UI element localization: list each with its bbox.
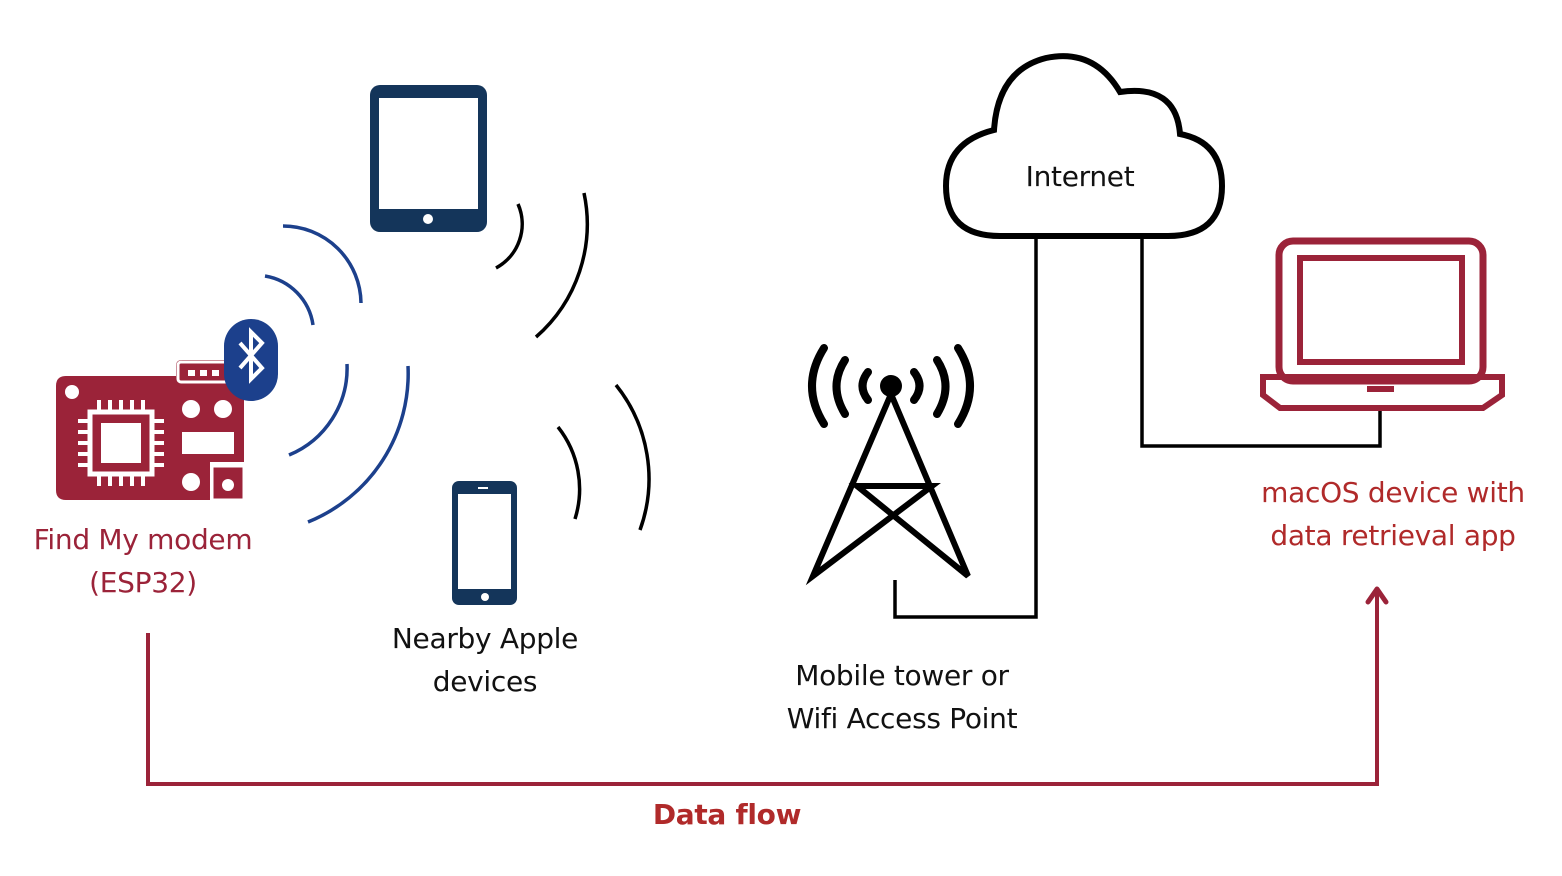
nearby-devices-label-line2: devices (432, 665, 538, 698)
cloud-icon (942, 53, 1226, 239)
network-links (893, 237, 1382, 619)
bluetooth-icon (224, 319, 278, 401)
modem-label: Find My modem (ESP32) (0, 518, 286, 604)
modem-label-line1: Find My modem (33, 523, 253, 556)
internet-mac-link (1140, 237, 1382, 448)
bluetooth-signal-waves (264, 224, 410, 524)
nearby-devices-label: Nearby Apple devices (353, 617, 617, 703)
radio-tower-icon (805, 344, 974, 586)
circuit-board-icon (56, 360, 246, 502)
tower-internet-link (893, 237, 1038, 619)
laptop-icon (1260, 237, 1505, 411)
tower-label-line2: Wifi Access Point (786, 702, 1018, 735)
modem-label-line2: (ESP32) (89, 566, 197, 599)
tower-label: Mobile tower or Wifi Access Point (752, 654, 1052, 740)
data-flow-arrow (146, 586, 1389, 786)
internet-label: Internet (1025, 160, 1135, 193)
data-flow-label: Data flow (652, 798, 802, 831)
mac-label-line1: macOS device with (1261, 476, 1525, 509)
device-signal-waves (495, 192, 651, 531)
smartphone-icon (452, 481, 517, 605)
tower-label-line1: Mobile tower or (795, 659, 1009, 692)
mac-label: macOS device with data retrieval app (1236, 471, 1550, 557)
nearby-devices-label-line1: Nearby Apple (391, 622, 579, 655)
tablet-icon (370, 85, 487, 232)
mac-label-line2: data retrieval app (1270, 519, 1516, 552)
